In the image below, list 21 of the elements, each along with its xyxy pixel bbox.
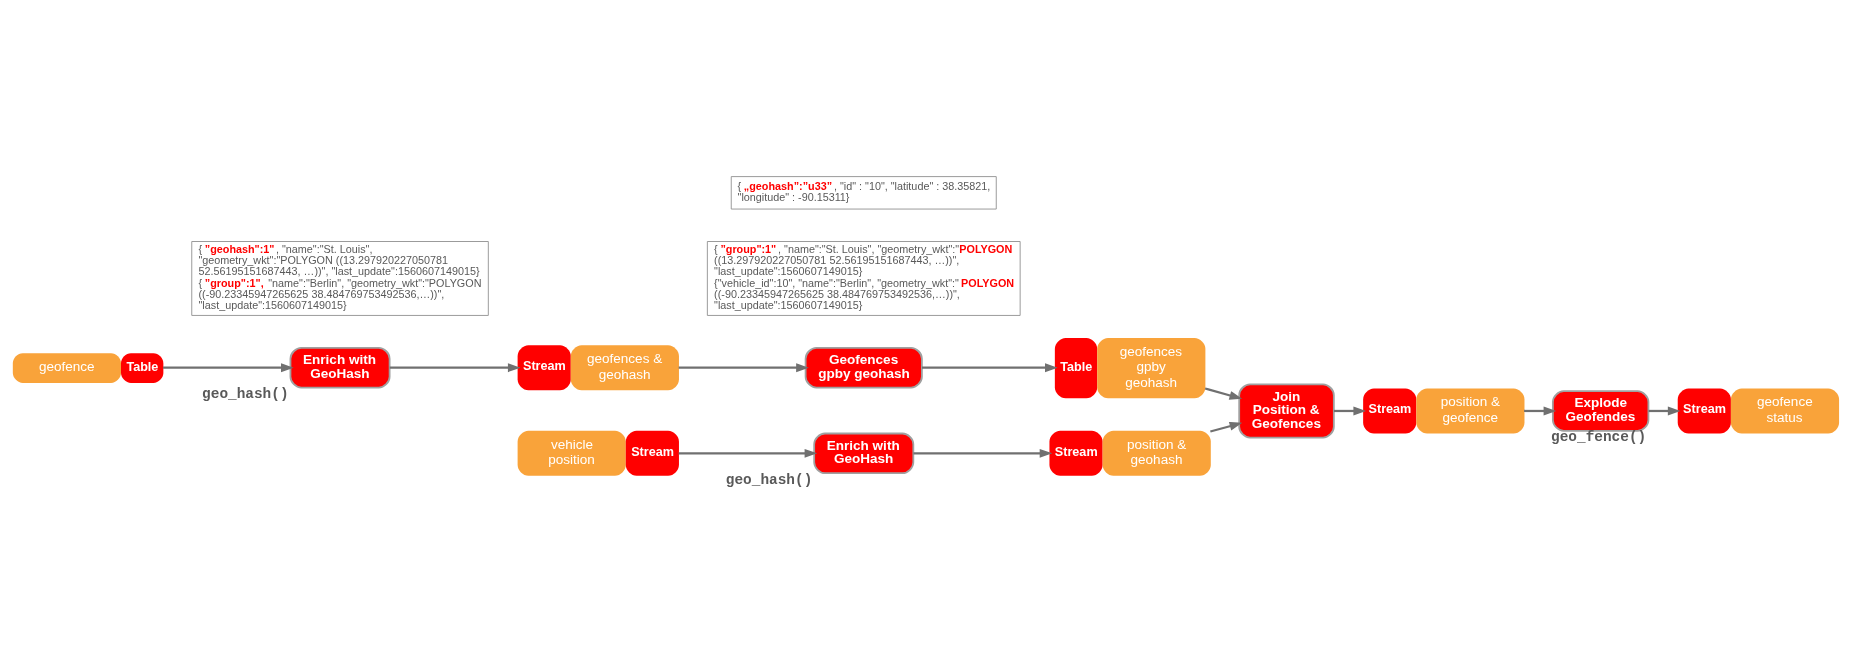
arrow <box>389 363 521 373</box>
arrow <box>913 448 1053 458</box>
node-box: { ”group":1", "name":"St. Louis", "geometry_wkt":"POLYGON ((13.297920227050781 52.56195151687443, …))", "last_update":1560607149015} {"vehicle_id":10", "name":"Berlin", "geometry_wkt":"POLYGON ((-90.23345947265625 38.484769753492536,…))", "last_update":1560607149015} <box>706 241 1021 316</box>
node-box: Enrich with GeoHash <box>813 432 915 475</box>
node-label: geo_hash() <box>725 471 813 488</box>
node-box: { „geohash”:”u33”, "id" : "10", "latitude" : 38.35821, "longitude" : -90.15311} <box>730 176 997 210</box>
node-label: geo_fence() <box>1551 429 1647 446</box>
arrow <box>1524 406 1557 416</box>
arrow <box>1648 406 1681 416</box>
arrow <box>678 448 818 458</box>
node-box: Geofences gpby geohash <box>804 346 923 389</box>
node-box: { ”geohash":1", "name":"St. Louis", "geometry_wkt":"POLYGON ((13.297920227050781 52.56195151687443, …))", "last_update":1560607149015} { ”group":1", "name":"Berlin", "geometry_wkt":"POLYGON ((-90.23345947265625 38.484769753492536,…))", "last_update":1560607149015} <box>191 241 489 316</box>
arrow <box>678 363 809 373</box>
arrow <box>1333 406 1367 416</box>
node-box: Join Position & Geofences <box>1238 383 1335 439</box>
node-box: Enrich with GeoHash <box>289 346 391 389</box>
arrow <box>1204 387 1243 400</box>
arrow <box>921 363 1058 373</box>
arrow <box>163 363 294 373</box>
node-label: geo_hash() <box>202 386 289 403</box>
arrow <box>1210 421 1243 433</box>
